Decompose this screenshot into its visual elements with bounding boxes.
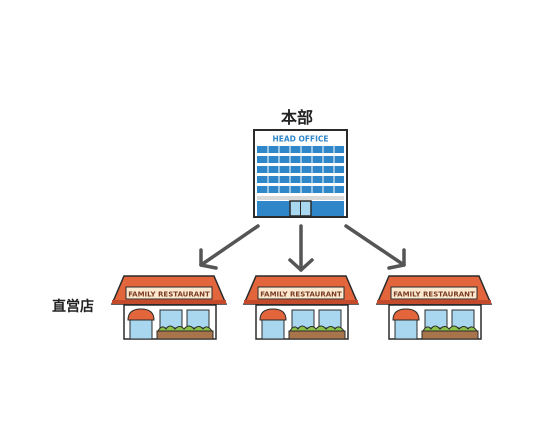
store-door xyxy=(394,319,418,340)
store-window xyxy=(451,309,475,329)
store-window xyxy=(291,309,315,329)
store-door xyxy=(129,319,153,340)
store-1: FAMILY RESTAURANT xyxy=(110,275,228,340)
store-planter xyxy=(156,330,214,340)
store-sign: FAMILY RESTAURANT xyxy=(393,291,475,299)
store-2: FAMILY RESTAURANT xyxy=(242,275,360,340)
store-awning xyxy=(392,308,420,321)
store-3: FAMILY RESTAURANT xyxy=(375,275,493,340)
store-window xyxy=(159,309,183,329)
store-sign-board xyxy=(390,286,478,300)
arrow-to-store-center xyxy=(288,224,314,272)
arrow-to-store-left xyxy=(199,224,260,270)
store-window xyxy=(186,309,210,329)
store-window xyxy=(318,309,342,329)
head-office-building: HEAD OFFICE xyxy=(253,129,348,218)
store-plants xyxy=(289,325,345,332)
store-sign: FAMILY RESTAURANT xyxy=(128,291,210,299)
direct-stores-label: 直営店 xyxy=(52,299,94,315)
headquarters-label: 本部 xyxy=(281,108,314,127)
store-sign: FAMILY RESTAURANT xyxy=(260,291,342,299)
store-sign-board xyxy=(257,286,345,300)
store-awning xyxy=(259,308,287,321)
store-planter xyxy=(288,330,346,340)
store-plants xyxy=(422,325,478,332)
store-door xyxy=(261,319,285,340)
store-plants xyxy=(157,325,213,332)
arrow-to-store-right xyxy=(344,224,406,270)
store-planter xyxy=(421,330,479,340)
store-sign-board xyxy=(125,286,213,300)
store-window xyxy=(424,309,448,329)
store-awning xyxy=(127,308,155,321)
head-office-sign: HEAD OFFICE xyxy=(272,135,328,144)
